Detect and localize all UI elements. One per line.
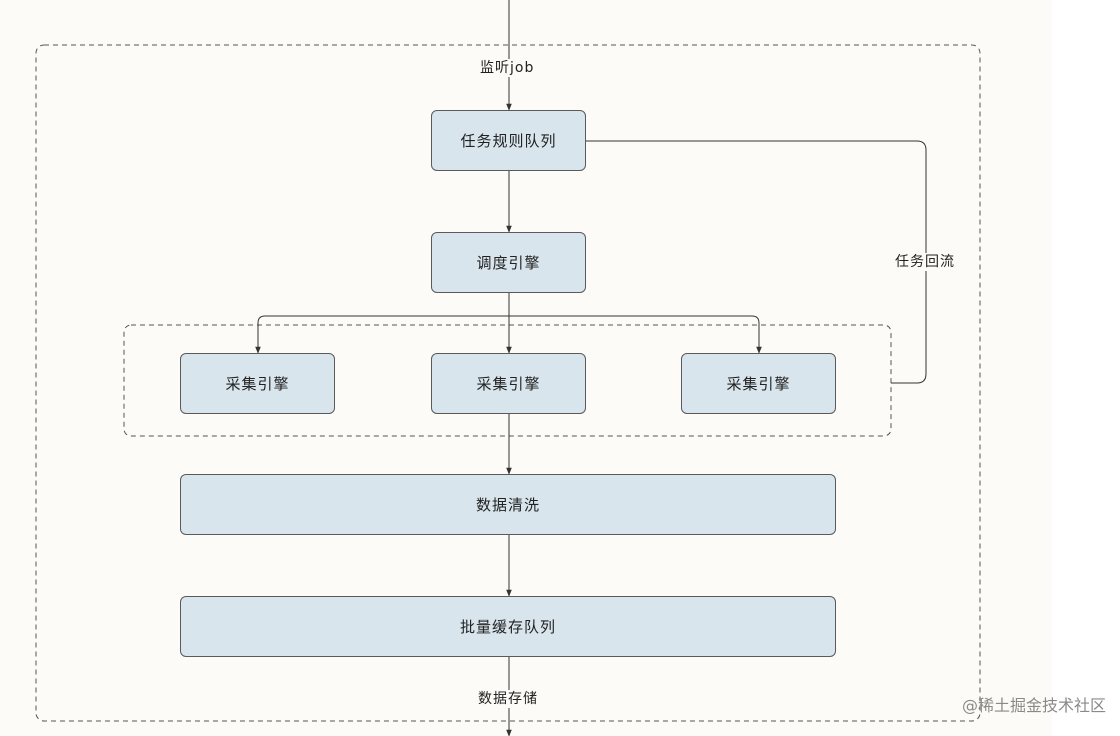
label-listen-job: 监听job xyxy=(478,59,537,77)
edge-scheduler-collector-left xyxy=(255,315,509,354)
node-batch-cache-queue: 批量缓存队列 xyxy=(180,596,836,657)
label-data-storage: 数据存储 xyxy=(476,690,540,708)
watermark: @稀土掘金技术社区 xyxy=(961,696,1106,715)
collector-group-boundary xyxy=(123,324,892,437)
node-data-cleaning: 数据清洗 xyxy=(180,474,836,535)
node-collector-right: 采集引擎 xyxy=(681,353,836,414)
node-collector-center: 采集引擎 xyxy=(431,353,586,414)
node-collector-left: 采集引擎 xyxy=(180,353,335,414)
label-task-backflow: 任务回流 xyxy=(893,253,957,271)
outer-boundary xyxy=(35,44,981,722)
node-task-rule-queue: 任务规则队列 xyxy=(431,110,586,171)
edge-task-backflow xyxy=(586,140,927,384)
node-scheduler-engine: 调度引擎 xyxy=(431,232,586,293)
edge-scheduler-collector-right xyxy=(509,315,762,354)
